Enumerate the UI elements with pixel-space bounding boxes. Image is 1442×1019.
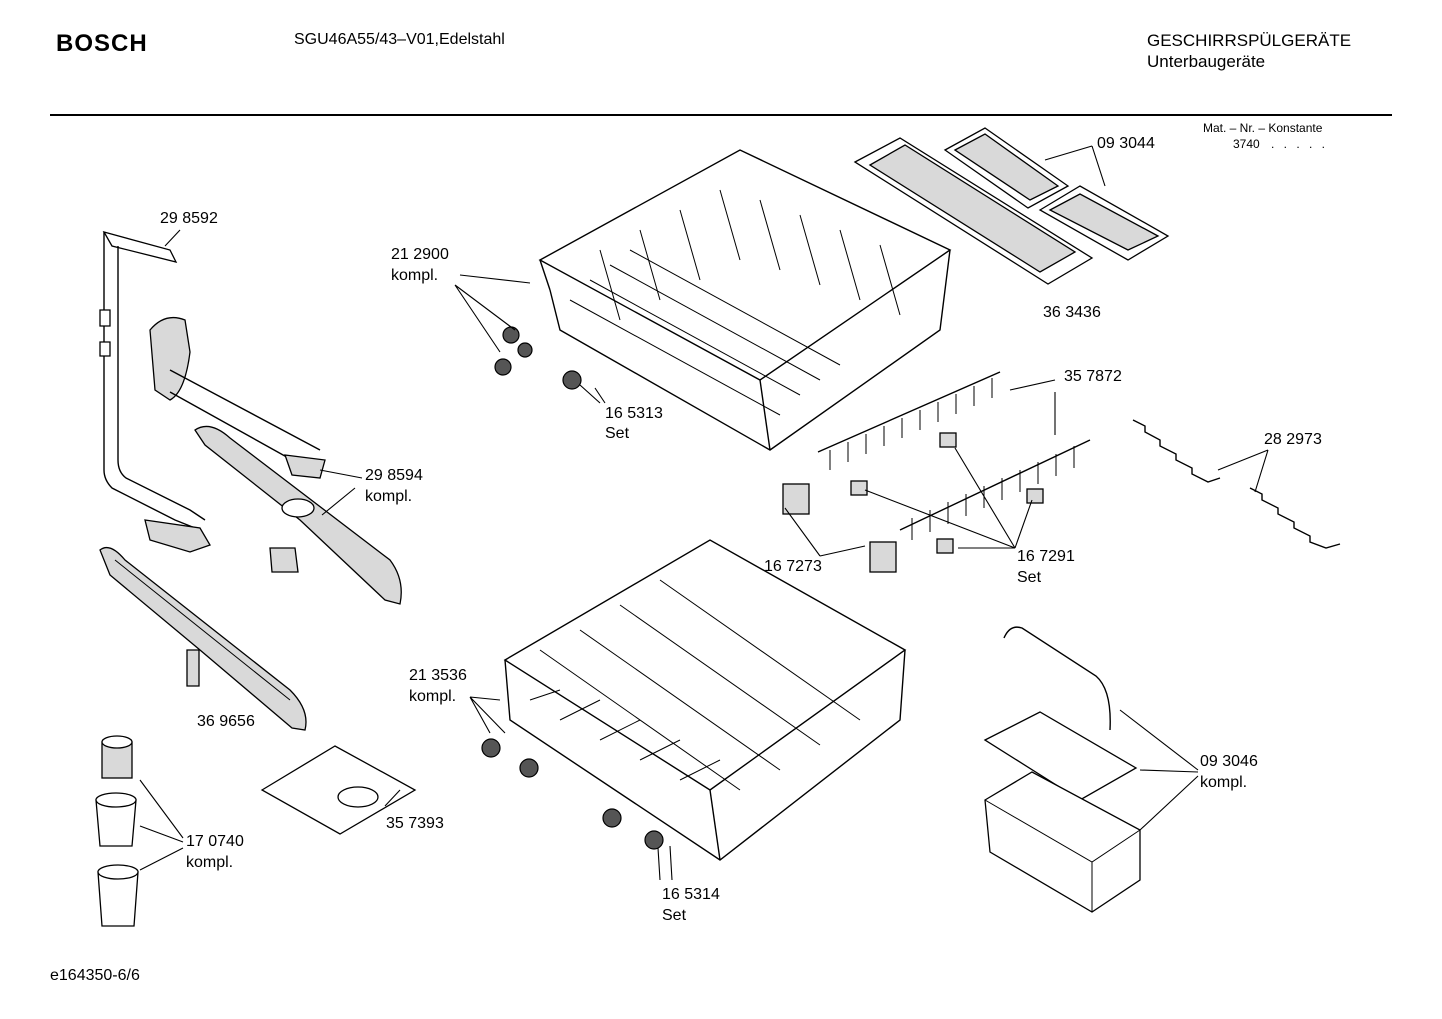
part-number-369656: 36 9656 xyxy=(197,713,255,730)
part-number-093044: 09 3044 xyxy=(1097,135,1155,152)
part-note-212900: kompl. xyxy=(391,267,439,284)
supply-pipe-drawing xyxy=(99,230,211,553)
upper-spray-arm-drawing xyxy=(149,316,402,605)
part-note-298594: kompl. xyxy=(365,488,413,505)
tine-rows-drawing xyxy=(817,371,1091,540)
part-note-170740: kompl. xyxy=(186,854,234,871)
part-number-298594: 29 8594 xyxy=(365,467,423,484)
lower-spray-arm-drawing xyxy=(99,546,307,731)
filter-plate-drawing xyxy=(260,745,417,835)
part-number-093046: 09 3046 xyxy=(1200,753,1258,770)
mat-info-label: Mat. – Nr. – Konstante xyxy=(1203,121,1323,135)
part-note-213536: kompl. xyxy=(409,688,457,705)
part-number-213536: 21 3536 xyxy=(409,667,467,684)
part-note-165314: Set xyxy=(662,907,687,924)
brand-logo: BOSCH xyxy=(56,30,148,57)
part-number-167273: 16 7273 xyxy=(764,558,822,575)
part-number-167291: 16 7291 xyxy=(1017,548,1075,565)
part-note-165313: Set xyxy=(605,425,630,442)
category-title: GESCHIRRSPÜLGERÄTE xyxy=(1147,31,1352,50)
leader-lines xyxy=(139,145,1269,881)
lower-basket-drawing xyxy=(503,539,907,861)
document-id: e164350-6/6 xyxy=(50,967,140,984)
part-number-357393: 35 7393 xyxy=(386,815,444,832)
part-note-167291: Set xyxy=(1017,569,1042,586)
filter-set-drawing xyxy=(95,735,139,927)
lower-rollers-drawing xyxy=(481,738,664,850)
header-divider xyxy=(50,114,1392,116)
clips-drawing xyxy=(782,432,1044,573)
part-number-282973: 28 2973 xyxy=(1264,431,1322,448)
part-number-298592: 29 8592 xyxy=(160,210,218,227)
model-title: SGU46A55/43–V01,Edelstahl xyxy=(294,31,505,48)
upper-rollers-drawing xyxy=(494,326,582,390)
cutlery-basket-drawing xyxy=(983,626,1141,913)
cup-hooks-drawing xyxy=(1132,419,1341,549)
cutlery-shelf-drawing xyxy=(853,127,1170,285)
upper-basket-drawing xyxy=(538,149,952,451)
part-note-093046: kompl. xyxy=(1200,774,1248,791)
category-subtitle: Unterbaugeräte xyxy=(1147,52,1266,71)
part-number-165314: 16 5314 xyxy=(662,886,720,903)
part-number-165313: 16 5313 xyxy=(605,405,663,422)
part-number-170740: 17 0740 xyxy=(186,833,244,850)
mat-info-value: 3740 xyxy=(1233,137,1260,151)
mat-info-dots: . . . . . xyxy=(1271,137,1329,151)
part-number-212900: 21 2900 xyxy=(391,246,449,263)
part-number-357872: 35 7872 xyxy=(1064,368,1122,385)
part-number-363436: 36 3436 xyxy=(1043,304,1101,321)
